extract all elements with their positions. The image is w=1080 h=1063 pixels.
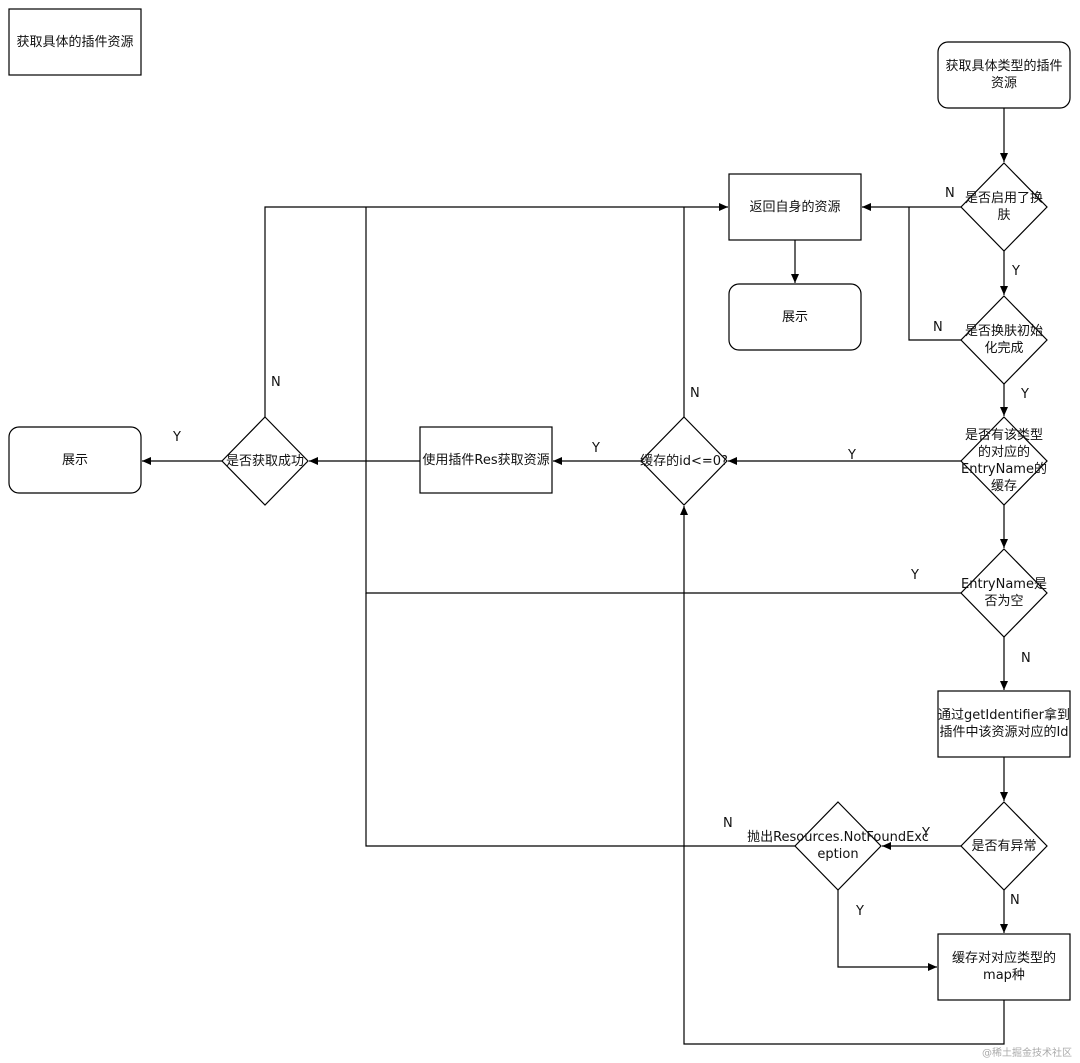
- return-own-resource-text: 返回自身的资源: [749, 199, 841, 215]
- has-entry-cache-text: 是否有该类型的对应的EntryName的缓存: [961, 428, 1047, 494]
- label-entry-empty-n: N: [1021, 651, 1031, 666]
- watermark: @稀土掘金技术社区: [982, 1048, 1072, 1059]
- label-skin-enabled-n: N: [945, 186, 955, 201]
- throw-exception-text: 抛出Resources.NotFoundException: [747, 830, 929, 862]
- has-exception-text: 是否有异常: [971, 838, 1037, 854]
- label-exception-y: Y: [922, 826, 930, 841]
- label-cached-id-n: N: [690, 386, 700, 401]
- is-skin-init-done-text: 是否换肤初始化完成: [964, 324, 1043, 356]
- cache-to-map-node: [937, 933, 1071, 1001]
- use-plugin-res-node: [419, 426, 553, 494]
- label-success-n: N: [271, 375, 281, 390]
- is-success-text: 是否获取成功: [225, 453, 304, 469]
- cache-to-map-text: 缓存对对应类型的map种: [951, 951, 1056, 983]
- label-skin-init-n: N: [933, 320, 943, 335]
- show-left-text: 展示: [61, 452, 88, 468]
- start-node-text: 获取具体类型的插件资源: [945, 59, 1063, 91]
- get-identifier-text: 通过getIdentifier拿到插件中该资源对应的Id: [938, 708, 1070, 740]
- label-skin-enabled-y: Y: [1012, 264, 1020, 279]
- edge-cache-back-to-id-check: [680, 506, 1005, 1045]
- is-success-decision: [221, 416, 309, 506]
- label-throw-y: Y: [856, 904, 864, 919]
- get-identifier-node: [937, 690, 1071, 758]
- label-throw-n: N: [723, 816, 733, 831]
- edge-skin-init-no: [908, 207, 961, 341]
- cached-id-check-text: 缓存的id<=0?: [640, 453, 728, 469]
- edge-throw-no: [365, 593, 795, 847]
- use-plugin-res-text: 使用插件Res获取资源: [422, 452, 550, 468]
- label-success-y: Y: [173, 430, 181, 445]
- label-exception-n: N: [1010, 893, 1020, 908]
- label-entry-empty-y: Y: [911, 568, 919, 583]
- label-skin-init-y: Y: [1021, 387, 1029, 402]
- cached-id-check-decision: [640, 416, 728, 506]
- entry-name-empty-text: EntryName是否为空: [961, 577, 1047, 609]
- show-top-text: 展示: [781, 309, 808, 325]
- is-skin-enabled-text: 是否启用了换肤: [964, 191, 1043, 223]
- edge-throw-yes: [837, 890, 937, 971]
- show-left-node: [8, 426, 142, 494]
- edge-success-no: [264, 203, 728, 417]
- return-own-resource-node: [728, 173, 862, 241]
- label-cached-id-y: Y: [592, 441, 600, 456]
- show-top-node: [728, 283, 862, 351]
- title-text: 获取具体的插件资源: [16, 34, 134, 50]
- edge-entry-empty-yes: [365, 207, 961, 594]
- label-entry-cache-y: Y: [848, 448, 856, 463]
- title-box: [8, 8, 142, 76]
